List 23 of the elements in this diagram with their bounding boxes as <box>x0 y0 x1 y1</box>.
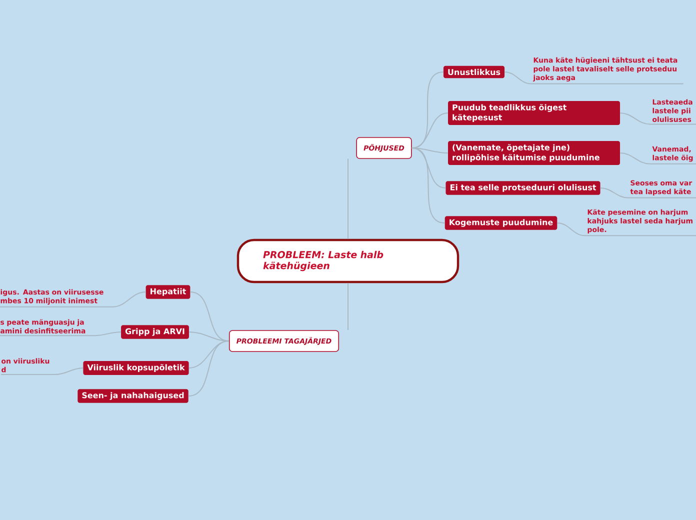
leader-line <box>620 112 696 125</box>
topic-box: Kogemuste puudumine <box>444 216 558 230</box>
connector <box>190 292 230 342</box>
topic-box: Unustlikkus <box>443 66 505 78</box>
leader-line <box>0 368 84 376</box>
topic-box: Hepatiit <box>146 285 190 299</box>
connector <box>411 112 448 148</box>
central-topic-box: PROBLEEM: Laste halb kätehügieen <box>236 238 460 284</box>
connector <box>411 148 446 224</box>
connector <box>188 340 230 396</box>
leader-line <box>0 292 146 308</box>
topic-box: Gripp ja ARVI <box>121 325 189 339</box>
topic-box: Viiruslik kopsupõletik <box>83 361 189 375</box>
leader-line <box>620 152 696 164</box>
topic-box: Seen- ja nahahaigused <box>78 389 188 403</box>
connector <box>411 148 446 188</box>
leader-line <box>556 222 696 236</box>
leader-line <box>504 72 684 84</box>
topic-box: Ei tea selle protseduuri olulisust <box>446 181 600 195</box>
leader-line <box>600 188 696 198</box>
topic-box: (Vanemate, õpetajate jne) rollipõhise käitumise puudumine <box>448 141 620 165</box>
leader-line <box>0 332 122 336</box>
topic-box: Puudub teadlikkus õigest kätepesust <box>448 101 620 125</box>
